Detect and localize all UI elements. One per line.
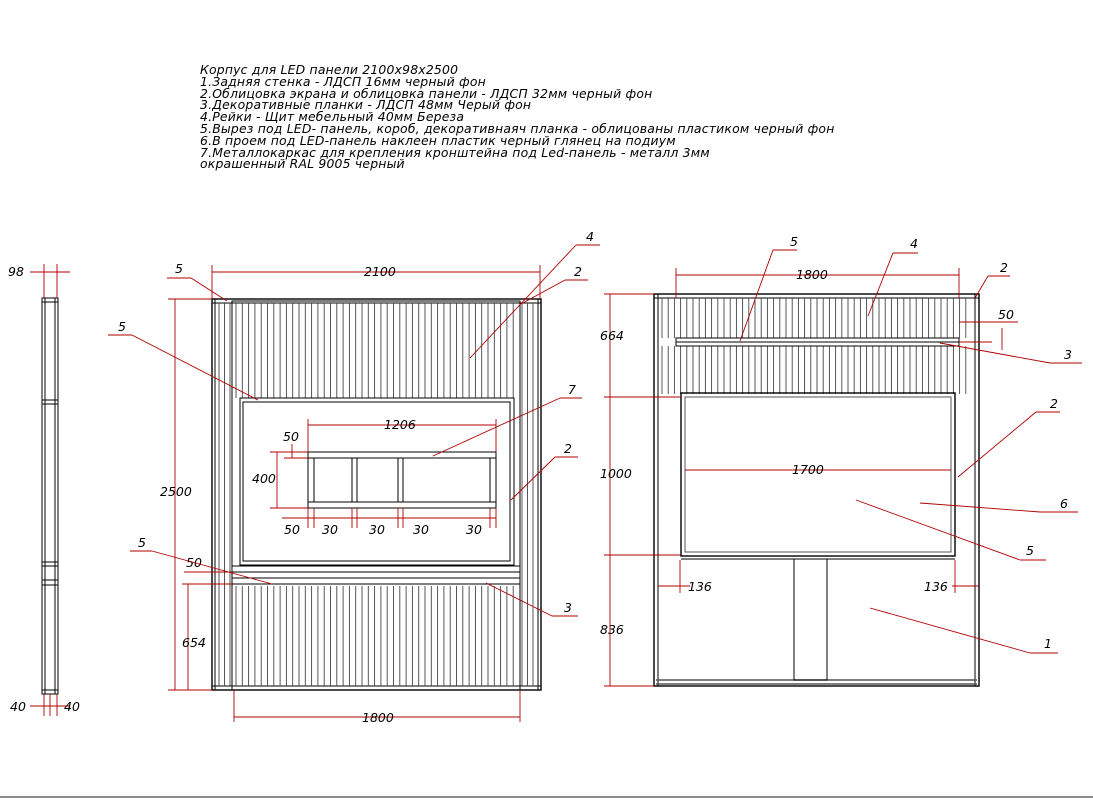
front-dim-bottom: 1800: [362, 710, 394, 725]
front-callout-4: 4: [586, 229, 594, 244]
front-dim-frame-height: 400: [252, 471, 276, 486]
front-dim-width: 2100: [364, 264, 396, 279]
front-dim-frame-width: 1206: [384, 417, 416, 432]
front-callout-3: 3: [564, 600, 572, 615]
back-dim-h3: 836: [600, 622, 624, 637]
back-dim-right: 136: [924, 579, 948, 594]
front-dim-lower: 654: [182, 635, 206, 650]
notes-block: Корпус для LED панели 2100х98х2500 1.Зад…: [200, 62, 835, 172]
back-slats-middle: [661, 346, 967, 394]
front-slats-top: [235, 303, 514, 398]
side-view: 98 40 40: [8, 264, 80, 716]
back-dim-h1: 664: [600, 328, 624, 343]
front-slats-bottom: [235, 586, 514, 686]
back-callout-6: 6: [1060, 496, 1068, 511]
note-4: 4.Рейки - Щит мебельный 40мм Береза: [200, 109, 465, 125]
note-7-cont: окрашенный RAL 9005 черный: [200, 156, 405, 172]
front-dim-seg-2: 30: [322, 522, 338, 537]
back-callout-1: 1: [1044, 636, 1052, 651]
back-dim-h2: 1000: [600, 466, 632, 481]
front-callout-5b: 5: [118, 319, 126, 334]
front-slats-right: [521, 303, 534, 686]
front-dim-seg-4: 30: [413, 522, 429, 537]
note-5: 5.Вырез под LED- панель, короб, декорати…: [200, 120, 835, 136]
back-callout-5: 5: [790, 234, 798, 249]
side-dim-left: 40: [10, 699, 26, 714]
front-dim-height: 2500: [160, 484, 192, 499]
back-dim-strip: 50: [998, 307, 1014, 322]
front-callout-5a: 5: [175, 261, 183, 276]
front-dim-frame-top: 50: [283, 429, 299, 444]
front-callout-5c: 5: [138, 535, 146, 550]
front-dim-seg-3: 30: [369, 522, 385, 537]
front-callout-7: 7: [568, 382, 576, 397]
back-dim-top: 1800: [796, 267, 828, 282]
front-callout-2a: 2: [574, 264, 582, 279]
side-dim-right: 40: [64, 699, 80, 714]
back-dim-left: 136: [688, 579, 712, 594]
front-dim-seg-1: 50: [284, 522, 300, 537]
side-dim-depth: 98: [8, 264, 24, 279]
note-7: 7.Металлокаркас для крепления кронштейна…: [200, 144, 710, 160]
front-view: 2100 2500 654 50 1800 1206 50 400: [108, 229, 600, 725]
back-callout-5b: 5: [1026, 543, 1034, 558]
note-3: 3.Декоративные планки - ЛДСП 48мм Черый …: [200, 97, 532, 113]
front-dim-seg-5: 30: [466, 522, 482, 537]
back-view: 1800 664 1000 836 1700 50 136 136 5 4 2 …: [600, 234, 1082, 687]
back-dim-screen: 1700: [792, 462, 824, 477]
note-title: Корпус для LED панели 2100х98х2500: [200, 62, 459, 77]
back-callout-3: 3: [1064, 347, 1072, 362]
front-slats-left: [218, 303, 231, 686]
note-1: 1.Задняя стенка - ЛДСП 16мм черный фон: [200, 73, 486, 89]
note-2: 2.Облицовка экрана и облицовка панели - …: [200, 85, 653, 101]
note-6: 6.В проем под LED-панель наклеен пластик…: [200, 132, 676, 148]
front-callout-2b: 2: [564, 441, 572, 456]
back-callout-2b: 2: [1050, 396, 1058, 411]
back-callout-2a: 2: [1000, 260, 1008, 275]
back-slats-top: [661, 298, 967, 338]
back-callout-4: 4: [910, 236, 918, 251]
